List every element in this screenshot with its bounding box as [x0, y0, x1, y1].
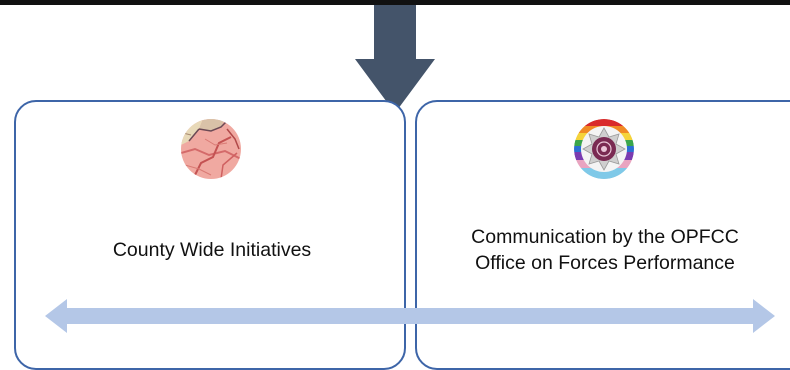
map-icon — [181, 119, 241, 179]
horizontal-double-arrow — [45, 299, 775, 333]
right-panel-label-line2: Office on Forces Performance — [475, 252, 735, 274]
top-rule — [0, 0, 790, 5]
police-crest-icon — [574, 119, 634, 179]
left-panel-label: County Wide Initiatives — [112, 239, 312, 261]
right-panel-label: Communication by the OPFCC Office on For… — [417, 224, 790, 276]
down-arrow — [355, 5, 435, 113]
left-panel: County Wide Initiatives — [14, 100, 406, 370]
right-panel: Communication by the OPFCC Office on For… — [415, 100, 790, 370]
right-panel-label-line1: Communication by the OPFCC — [471, 226, 739, 248]
